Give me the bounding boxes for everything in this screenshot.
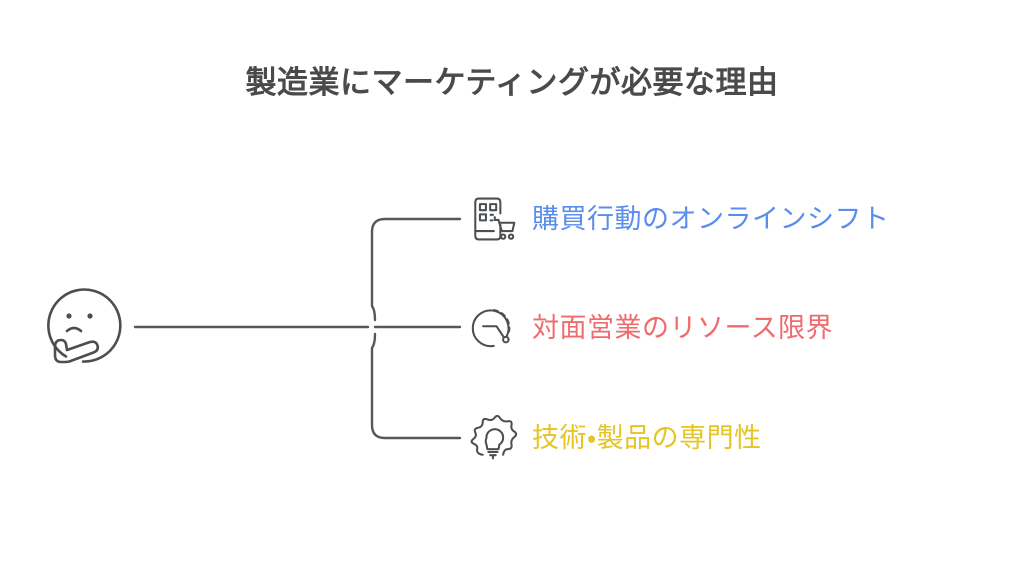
branch-item-1[interactable]: 購買行動のオンラインシフト [464,191,890,247]
branch-item-3[interactable]: 技術・製品の専門性 [464,410,762,466]
branch-item-2[interactable]: 対面営業のリソース限界 [464,300,833,356]
gear-lightbulb-icon [464,410,520,466]
branch-label-3: 技術・製品の専門性 [532,422,762,453]
mobile-shopping-qr-icon [464,191,520,247]
branch-label-2: 対面営業のリソース限界 [532,312,834,343]
root-node-thinking-face [38,283,124,369]
page-title: 製造業にマーケティングが必要な理由 [245,65,779,100]
thinking-face-icon [47,288,122,364]
clock-timer-icon [464,300,520,356]
branch-label-1: 購買行動のオンラインシフト [532,203,890,234]
